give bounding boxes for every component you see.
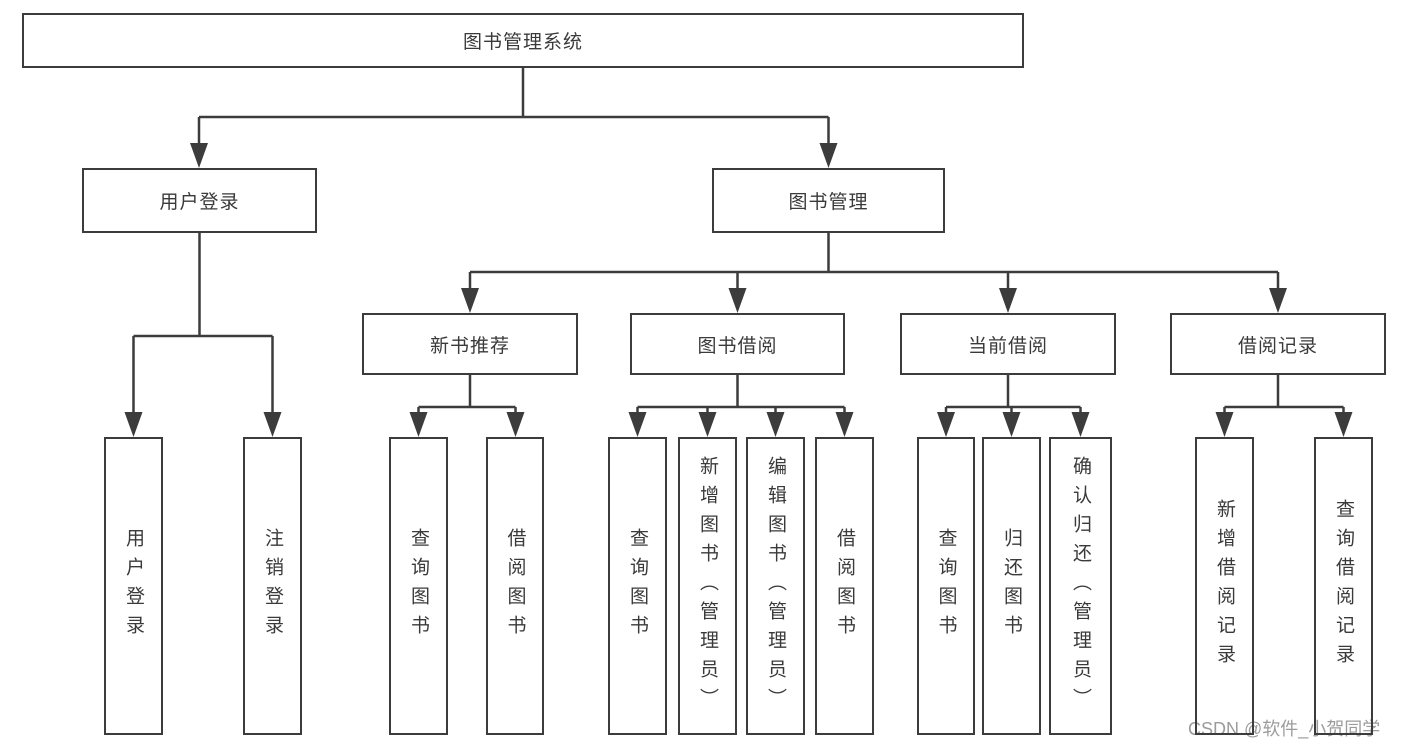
leaf-label: 用户登录: [123, 528, 144, 644]
leaf-return-books: 归还图书: [982, 437, 1041, 735]
section-label: 新书推荐: [429, 335, 510, 357]
leaf-label: 查询图书: [408, 528, 429, 644]
node-user-login: 用户登录: [82, 168, 317, 233]
leaf-label: 查询图书: [935, 528, 957, 644]
leaf-query-books: 查询图书: [917, 437, 975, 735]
leaf-borrow-books: 借阅图书: [815, 437, 874, 735]
leaf-label: 借阅图书: [834, 528, 855, 644]
leaf-label: 新增图书（管理员）: [697, 455, 718, 717]
leaf-label: 查询借阅记录: [1333, 499, 1354, 673]
node-current-borrowing: 当前借阅: [900, 313, 1116, 375]
leaf-query-books: 查询图书: [389, 437, 448, 735]
node-book-management-label: 图书管理: [788, 192, 869, 213]
leaf-user-login: 用户登录: [104, 437, 163, 735]
node-root: 图书管理系统: [22, 13, 1024, 68]
leaf-borrow-books: 借阅图书: [486, 437, 544, 735]
section-label: 图书借阅: [697, 335, 778, 357]
leaf-label: 新增借阅记录: [1214, 499, 1235, 673]
node-book-borrowing: 图书借阅: [630, 313, 845, 375]
leaf-logout: 注销登录: [243, 437, 302, 735]
leaf-confirm-return-admin: 确认归还（管理员）: [1049, 437, 1112, 735]
csdn-watermark: CSDN @软件_小贺同学: [1188, 719, 1381, 739]
leaf-label: 借阅图书: [504, 528, 526, 644]
leaf-label: 注销登录: [262, 528, 283, 644]
leaf-add-borrow-record: 新增借阅记录: [1195, 437, 1254, 735]
leaf-label: 确认归还（管理员）: [1070, 455, 1091, 717]
node-root-label: 图书管理系统: [462, 32, 583, 53]
leaf-query-books: 查询图书: [608, 437, 667, 735]
leaf-edit-books-admin: 编辑图书（管理员）: [746, 437, 805, 735]
leaf-label: 归还图书: [1001, 528, 1022, 644]
section-label: 借阅记录: [1237, 335, 1318, 357]
node-book-management: 图书管理: [712, 168, 945, 233]
leaf-query-borrow-record: 查询借阅记录: [1314, 437, 1373, 735]
node-user-login-label: 用户登录: [159, 192, 240, 213]
node-new-book-recommendation: 新书推荐: [362, 313, 578, 375]
leaf-label: 查询图书: [627, 528, 648, 644]
section-label: 当前借阅: [967, 335, 1048, 357]
leaf-add-books-admin: 新增图书（管理员）: [678, 437, 737, 735]
leaf-label: 编辑图书（管理员）: [765, 455, 786, 717]
arrowheads: [124, 143, 1353, 437]
node-borrowing-records: 借阅记录: [1170, 313, 1386, 375]
